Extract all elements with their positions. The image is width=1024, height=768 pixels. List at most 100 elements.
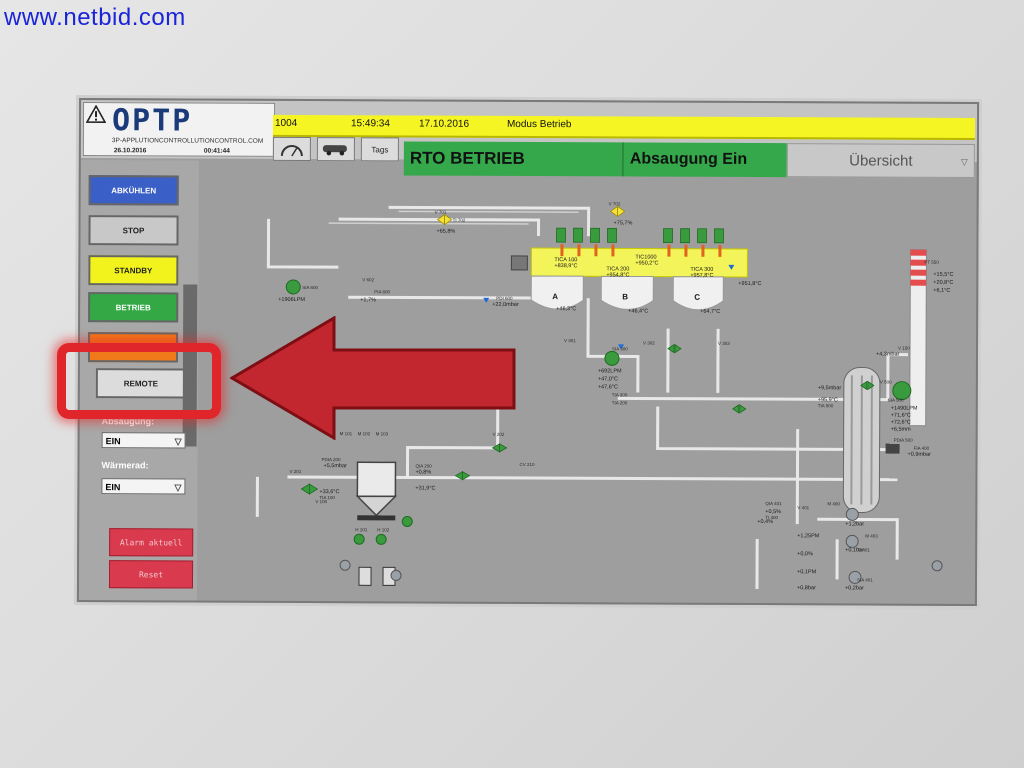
- chamber-label: A: [552, 292, 558, 301]
- reading: +0,1PM: [797, 569, 817, 575]
- reading: +951,8°C: [738, 281, 761, 287]
- reading: +0,2bar: [845, 585, 864, 591]
- vehicle-icon-button[interactable]: [316, 137, 355, 162]
- tag-label: TIA 200: [612, 400, 628, 405]
- reading: +1490LPM: [891, 406, 918, 412]
- reading: +47,0°C: [598, 376, 618, 382]
- tags-button[interactable]: Tags: [360, 137, 399, 162]
- reading: +47,6°C: [598, 384, 618, 390]
- reading: +20,8°C: [933, 280, 953, 286]
- tag-label: PDIA 500: [894, 438, 914, 443]
- reading: +957,8°C: [690, 273, 713, 279]
- chevron-down-icon: ▽: [174, 482, 182, 493]
- tag-label: PDI 600: [496, 296, 513, 301]
- reading: +4,3mbar: [876, 352, 900, 358]
- reading: +1,7%: [360, 297, 376, 303]
- tag-label: V 500: [880, 380, 892, 385]
- station-id: 1004: [274, 117, 298, 129]
- stop-button[interactable]: STOP: [88, 215, 179, 246]
- warning-icon: [85, 105, 107, 123]
- tag-label: V 302: [643, 341, 655, 346]
- tag-label: QIA 401: [765, 501, 782, 506]
- reading: +46,4°C: [628, 308, 648, 314]
- reading: +1,2bar: [845, 521, 864, 527]
- header-bar: OPTP 3P-APPLUTIONCONTROLLUTIONCONTROL.CO…: [80, 100, 978, 178]
- reset-button[interactable]: Reset: [108, 560, 194, 589]
- tag-label: TIA 100: [319, 495, 335, 500]
- abkuehlen-button[interactable]: ABKÜHLEN: [88, 175, 179, 206]
- tag-label: V 401: [797, 505, 809, 510]
- tag-label: SIA 401: [857, 577, 873, 582]
- waermerad-select[interactable]: EIN ▽: [101, 478, 186, 495]
- reading: +65,8%: [437, 229, 456, 235]
- reading: +31,9°C: [415, 486, 435, 492]
- reading: +0,9mbar: [908, 452, 932, 458]
- tag-label: M 400: [827, 501, 840, 506]
- reading: +75,7%: [614, 220, 633, 226]
- reading: +6,1°C: [933, 288, 950, 294]
- remote-highlight-frame: [57, 343, 221, 419]
- hmi-screen: OPTP 3P-APPLUTIONCONTROLLUTIONCONTROL.CO…: [76, 98, 980, 606]
- standby-button[interactable]: STANDBY: [88, 255, 179, 286]
- reading: TIC1000: [635, 254, 656, 260]
- tag-label: M 403: [865, 533, 878, 538]
- rto-reactor: [510, 227, 748, 311]
- chevron-down-icon: ▽: [174, 436, 182, 447]
- tag-label: V 701: [435, 210, 447, 215]
- betrieb-button[interactable]: BETRIEB: [88, 292, 179, 323]
- tag-label: M 102: [358, 431, 371, 436]
- reading: +0,4%: [757, 519, 773, 525]
- reading: +692LPM: [598, 368, 622, 374]
- reading: +22,0mbar: [492, 302, 519, 308]
- tag-label: TIA 300: [612, 392, 628, 397]
- reading: +71,6°C: [891, 413, 911, 419]
- reading: TICA 300: [690, 267, 713, 273]
- tag-label: PIA 600: [374, 289, 390, 294]
- company-logo: OPTP 3P-APPLUTIONCONTROLLUTIONCONTROL.CO…: [82, 102, 276, 157]
- mode-status: Modus Betrieb: [506, 118, 572, 131]
- red-arrow-icon: [230, 316, 516, 440]
- absaugung-select[interactable]: EIN ▽: [101, 432, 186, 449]
- waermerad-value: EIN: [105, 482, 121, 493]
- tag-label: SIA 500: [888, 398, 904, 403]
- reading: +72,6°C: [891, 420, 911, 426]
- tag-label: V 602: [362, 277, 374, 282]
- reading: TICA 200: [606, 266, 629, 272]
- reading: +0,8%: [415, 470, 431, 476]
- reading: +950,2°C: [635, 260, 658, 266]
- tag-label: FIA 400: [914, 446, 930, 451]
- reading: +95,9°C: [818, 397, 838, 403]
- tag-label: H 101: [355, 527, 368, 532]
- tag-label: M 103: [376, 431, 389, 436]
- chimney: [909, 249, 927, 427]
- reading: +6,5mm: [891, 427, 911, 433]
- reading: +15,5°C: [933, 272, 953, 278]
- overview-dropdown[interactable]: Übersicht ▽: [786, 143, 975, 178]
- tag-label: QIA 200: [415, 464, 432, 469]
- tag-label: V 100: [315, 499, 327, 504]
- reading: +46,3°C: [556, 306, 576, 312]
- gauge-icon-button[interactable]: [272, 136, 311, 162]
- info-bar: 1004 15:49:34 17.10.2016 Modus Betrieb: [272, 114, 976, 140]
- brand-name: OPTP: [111, 103, 193, 139]
- vehicle-icon: [322, 145, 347, 156]
- reading: +1906LPM: [278, 297, 305, 303]
- reading: +33,6°C: [319, 489, 339, 495]
- logo-date: 26.10.2016: [113, 147, 147, 155]
- watermark: www.netbid.com: [4, 4, 186, 31]
- logo-time: 00:41:44: [203, 147, 230, 155]
- reading: +0,5%: [765, 509, 781, 515]
- tag-label: TI 400: [765, 515, 778, 520]
- tag-label: V 702: [609, 201, 621, 206]
- waermerad-label: Wärmerad:: [101, 460, 149, 471]
- tag-label: TI 702: [453, 218, 466, 223]
- reading: +1,25PM: [797, 533, 820, 539]
- reading: +0,0%: [797, 551, 813, 557]
- tag-label: V 150: [898, 346, 910, 351]
- alarm-button[interactable]: Alarm aktuell: [109, 528, 194, 557]
- tag-label: SIA 600: [302, 285, 318, 290]
- overview-label: Übersicht: [849, 152, 913, 170]
- tag-label: H 102: [377, 527, 390, 532]
- tag-label: SIA 300: [612, 346, 628, 351]
- rto-status: RTO BETRIEB: [403, 141, 622, 177]
